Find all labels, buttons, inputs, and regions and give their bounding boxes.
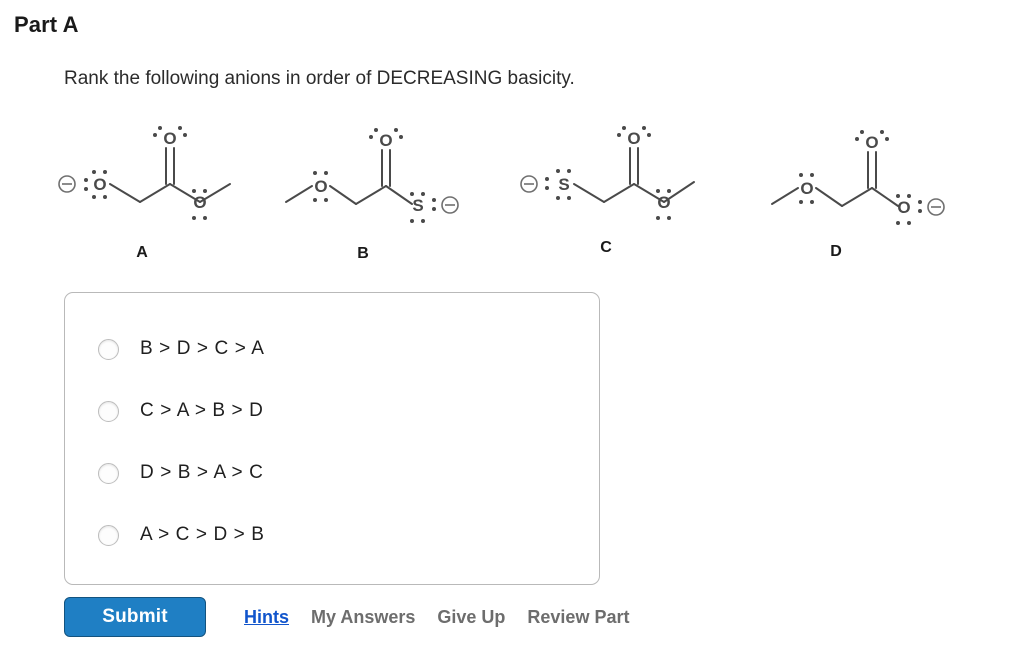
answer-option-3-label: D > B > A > C: [140, 462, 264, 483]
structure-b: O O S: [278, 112, 468, 242]
svg-text:S: S: [412, 196, 423, 215]
structure-d: O O O: [762, 112, 962, 242]
svg-text:O: O: [657, 193, 670, 212]
answer-options-panel: B > D > C > A C > A > B > D D > B > A > …: [64, 292, 600, 585]
structure-c: S O O: [520, 112, 710, 242]
answer-option-1[interactable]: B > D > C > A: [98, 335, 265, 363]
submit-button[interactable]: Submit: [64, 597, 206, 637]
hints-link[interactable]: Hints: [244, 606, 289, 627]
negative-charge-icon: [441, 196, 459, 214]
negative-charge-icon: [927, 198, 945, 216]
svg-text:S: S: [558, 175, 569, 194]
radio-button-2[interactable]: [98, 400, 119, 422]
structure-label-c: C: [600, 239, 612, 256]
negative-charge-icon: [58, 175, 76, 193]
svg-text:O: O: [627, 129, 640, 148]
answer-option-4[interactable]: A > C > D > B: [98, 521, 265, 549]
structures-row: O O O: [0, 112, 1024, 262]
svg-text:O: O: [800, 179, 813, 198]
answer-option-1-label: B > D > C > A: [140, 338, 265, 359]
svg-text:O: O: [163, 129, 176, 148]
svg-text:O: O: [379, 131, 392, 150]
structure-label-a: A: [136, 244, 148, 261]
my-answers-link[interactable]: My Answers: [311, 606, 416, 627]
radio-button-1[interactable]: [98, 338, 119, 360]
svg-text:O: O: [314, 177, 327, 196]
radio-button-3[interactable]: [98, 462, 119, 484]
svg-text:O: O: [897, 198, 910, 217]
structure-label-b: B: [357, 245, 369, 262]
answer-option-3[interactable]: D > B > A > C: [98, 459, 263, 487]
review-part-link[interactable]: Review Part: [527, 606, 630, 627]
structure-label-d: D: [830, 243, 842, 260]
question-prompt: Rank the following anions in order of DE…: [64, 68, 575, 89]
svg-text:O: O: [193, 193, 206, 212]
svg-text:O: O: [865, 133, 878, 152]
negative-charge-icon: [520, 175, 538, 193]
answer-option-4-label: A > C > D > B: [140, 524, 265, 545]
answer-option-2-label: C > A > B > D: [140, 400, 264, 421]
structure-a: O O O: [58, 112, 248, 242]
svg-text:O: O: [93, 175, 106, 194]
give-up-link[interactable]: Give Up: [437, 606, 506, 627]
radio-button-4[interactable]: [98, 524, 119, 546]
answer-option-2[interactable]: C > A > B > D: [98, 397, 263, 425]
action-bar: Submit Hints My Answers Give Up Review P…: [64, 597, 629, 637]
page-title: Part A: [14, 12, 79, 37]
